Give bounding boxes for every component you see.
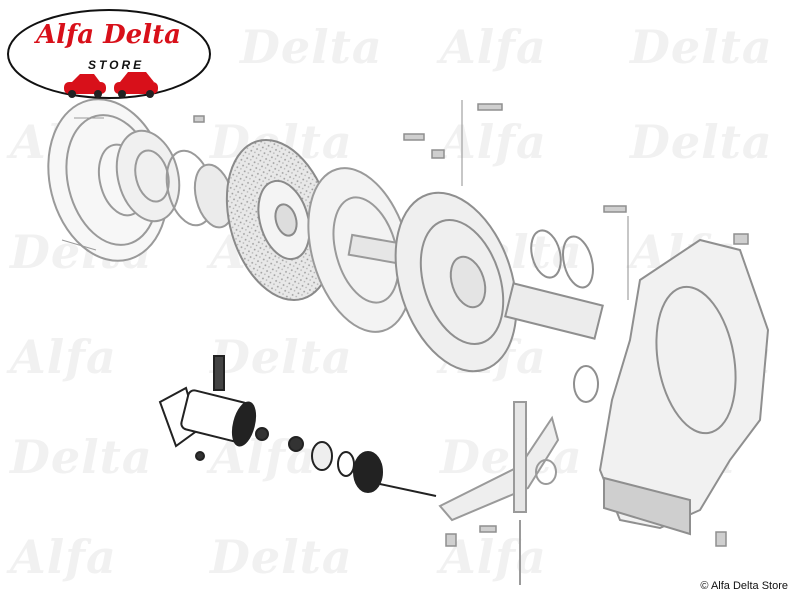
car-icon <box>64 74 106 98</box>
friction-disc <box>225 138 335 302</box>
clutch-fork <box>438 401 560 585</box>
logo-oval <box>7 9 211 99</box>
watermark-text: Delta <box>10 430 153 484</box>
watermark-text: Delta <box>240 20 383 74</box>
slave-cylinder <box>158 355 437 497</box>
watermark-text: Delta <box>630 115 773 169</box>
watermark-text: Delta <box>210 330 353 384</box>
watermark-text: Alfa <box>10 330 117 384</box>
car-icon <box>114 72 158 98</box>
logo-name: Alfa Delta <box>36 20 181 50</box>
release-bearing <box>504 229 604 403</box>
clutch-hub <box>115 129 235 229</box>
watermark-text: Delta <box>630 20 773 74</box>
watermark-text: Delta <box>210 530 353 584</box>
copyright-notice: © Alfa Delta Store <box>700 580 788 592</box>
clutch-cover <box>394 100 518 373</box>
watermark-text: Alfa <box>440 115 547 169</box>
bell-housing <box>598 216 770 536</box>
brand-logo: Alfa Delta STORE <box>6 8 212 100</box>
logo-store-label: STORE <box>88 58 145 72</box>
watermark-text: Alfa <box>440 530 547 584</box>
watermark-text: Alfa <box>440 20 547 74</box>
bolts <box>193 103 749 547</box>
watermark-text: Alfa <box>10 530 117 584</box>
